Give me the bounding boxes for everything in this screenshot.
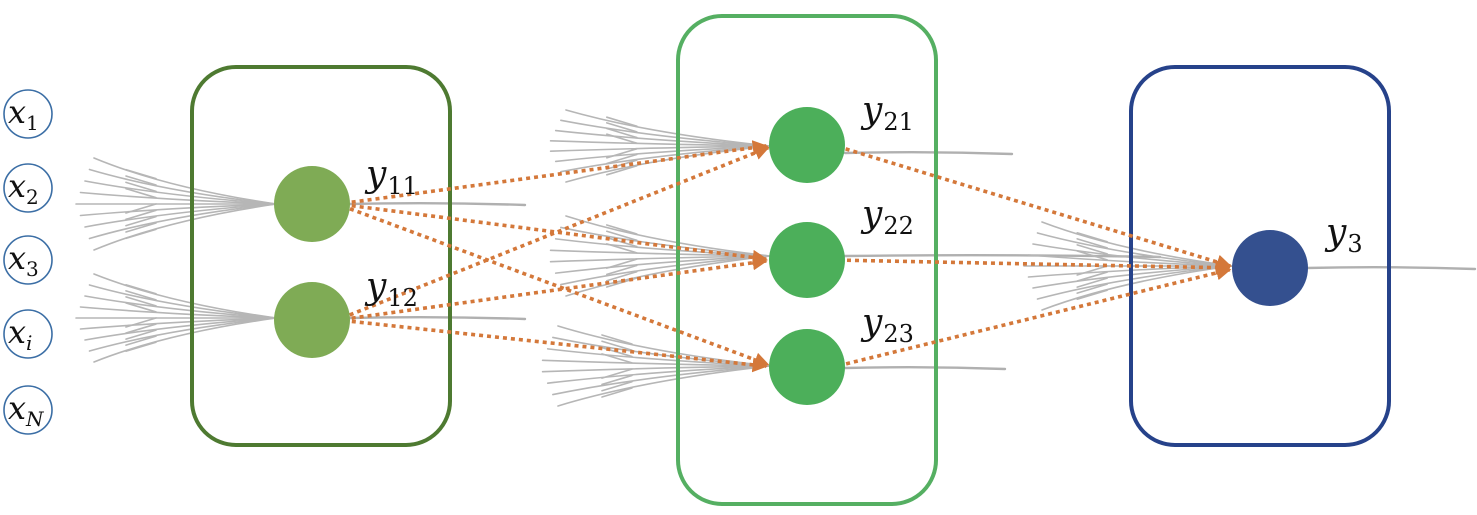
dendrite-tree-y22 — [549, 215, 771, 297]
dendrite-tree-y11 — [75, 157, 277, 251]
input-circle — [3, 89, 53, 139]
connection-y12-y21 — [349, 145, 770, 317]
input-circle — [3, 235, 53, 285]
connection-y11-y21 — [351, 140, 768, 204]
label-subscript: 3 — [1347, 230, 1362, 258]
label-base: x — [8, 239, 26, 277]
label-base: x — [8, 313, 26, 351]
layer-2-box — [676, 14, 938, 506]
connection-y12-y22 — [351, 255, 768, 320]
neuron-y11 — [274, 166, 350, 242]
input-circle — [3, 309, 53, 359]
input-label: x2 — [8, 167, 39, 209]
axon-y12 — [348, 316, 527, 321]
label-subscript: 21 — [883, 108, 914, 136]
label-base: y — [860, 194, 883, 235]
connection-y12-y23 — [351, 319, 768, 373]
neuron-label-y3: y3 — [1324, 212, 1363, 258]
label-base: y — [860, 90, 883, 131]
label-base: y — [860, 302, 883, 343]
neuron-y3 — [1232, 230, 1308, 306]
neuron-y21 — [769, 107, 845, 183]
neuron-y22 — [769, 222, 845, 298]
connection-y23-y3 — [845, 265, 1232, 366]
label-base: y — [364, 154, 387, 195]
label-subscript: 23 — [883, 320, 914, 348]
label-subscript: 12 — [387, 284, 418, 312]
label-subscript: N — [25, 407, 45, 431]
neuron-label-y22: y22 — [860, 194, 914, 240]
neuron-label-y11: y11 — [364, 154, 418, 200]
label-subscript: 22 — [883, 212, 914, 240]
connections — [349, 140, 1232, 373]
neuron-label-y12: y12 — [364, 266, 418, 312]
axon-y11 — [348, 202, 527, 207]
neuron-label-y23: y23 — [860, 302, 914, 348]
layer-3-box — [1129, 65, 1391, 447]
input-2: x2 — [3, 163, 53, 213]
input-circle — [3, 163, 53, 213]
axon-y23 — [843, 366, 1007, 371]
input-1: x1 — [3, 89, 53, 139]
input-label: x3 — [8, 239, 39, 281]
label-base: x — [8, 389, 26, 427]
input-5: xN — [3, 385, 53, 435]
input-circle — [3, 385, 53, 435]
label-subscript: 11 — [387, 172, 418, 200]
label-subscript: 1 — [26, 111, 39, 135]
label-base: x — [8, 93, 26, 131]
dendrite-tree-y12 — [75, 273, 277, 363]
neuron-label-y21: y21 — [860, 90, 914, 136]
label-subscript: 3 — [26, 257, 39, 281]
neuron-y12 — [274, 282, 350, 358]
dendrite-decoration — [75, 109, 1477, 407]
input-3: x3 — [3, 235, 53, 285]
label-subscript: 2 — [26, 185, 39, 209]
input-label: xi — [8, 313, 32, 355]
input-4: xi — [3, 309, 53, 359]
input-label: xN — [8, 389, 45, 431]
layer-1-box — [190, 65, 452, 447]
connection-y21-y3 — [845, 147, 1232, 270]
label-base: y — [364, 266, 387, 307]
label-subscript: i — [26, 331, 32, 355]
connection-y11-y23 — [349, 207, 770, 367]
neurons — [274, 107, 1308, 405]
axon-y21 — [843, 151, 1014, 156]
label-base: x — [8, 167, 26, 205]
layer-boxes — [190, 14, 1391, 506]
dendrite-tree-y23 — [541, 325, 771, 407]
input-label: x1 — [8, 93, 39, 135]
neuron-y23 — [769, 329, 845, 405]
label-base: y — [1324, 212, 1347, 253]
